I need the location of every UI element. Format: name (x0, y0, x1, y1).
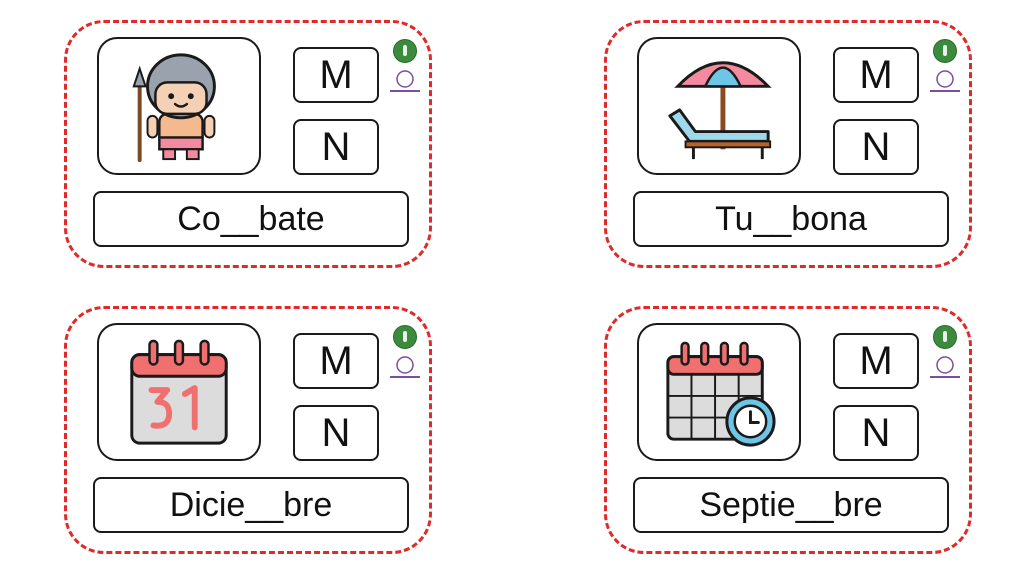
warrior-helmet-spear-icon (132, 53, 216, 163)
option-n-button[interactable]: N (833, 405, 919, 461)
word-card-4: M N Septie__bre (604, 306, 972, 554)
school-logo-icon (933, 325, 957, 349)
school-logo-icon (933, 39, 957, 63)
option-m-button[interactable]: M (833, 333, 919, 389)
brand-logo-icon (930, 356, 960, 378)
picture-frame (97, 37, 261, 175)
word-card-2: M N Tu__bona (604, 20, 972, 268)
word-card-1: M N Co__bate (64, 20, 432, 268)
brand-logo-icon (390, 356, 420, 378)
option-m-button[interactable]: M (293, 47, 379, 103)
word-label: Dicie__bre (93, 477, 409, 533)
option-n-button[interactable]: N (833, 119, 919, 175)
brand-logo-icon (930, 70, 960, 92)
school-logo-icon (393, 39, 417, 63)
calendar-31-icon (130, 339, 228, 445)
school-logo-icon (393, 325, 417, 349)
option-n-button[interactable]: N (293, 405, 379, 461)
option-n-button[interactable]: N (293, 119, 379, 175)
brand-logo-icon (390, 70, 420, 92)
option-m-button[interactable]: M (293, 333, 379, 389)
word-label: Septie__bre (633, 477, 949, 533)
word-label: Co__bate (93, 191, 409, 247)
picture-frame (97, 323, 261, 461)
word-card-3: M N Dicie__bre (64, 306, 432, 554)
picture-frame (637, 323, 801, 461)
picture-frame (637, 37, 801, 175)
word-label: Tu__bona (633, 191, 949, 247)
option-m-button[interactable]: M (833, 47, 919, 103)
calendar-clock-icon (666, 341, 776, 447)
beach-umbrella-lounger-icon (668, 61, 772, 160)
